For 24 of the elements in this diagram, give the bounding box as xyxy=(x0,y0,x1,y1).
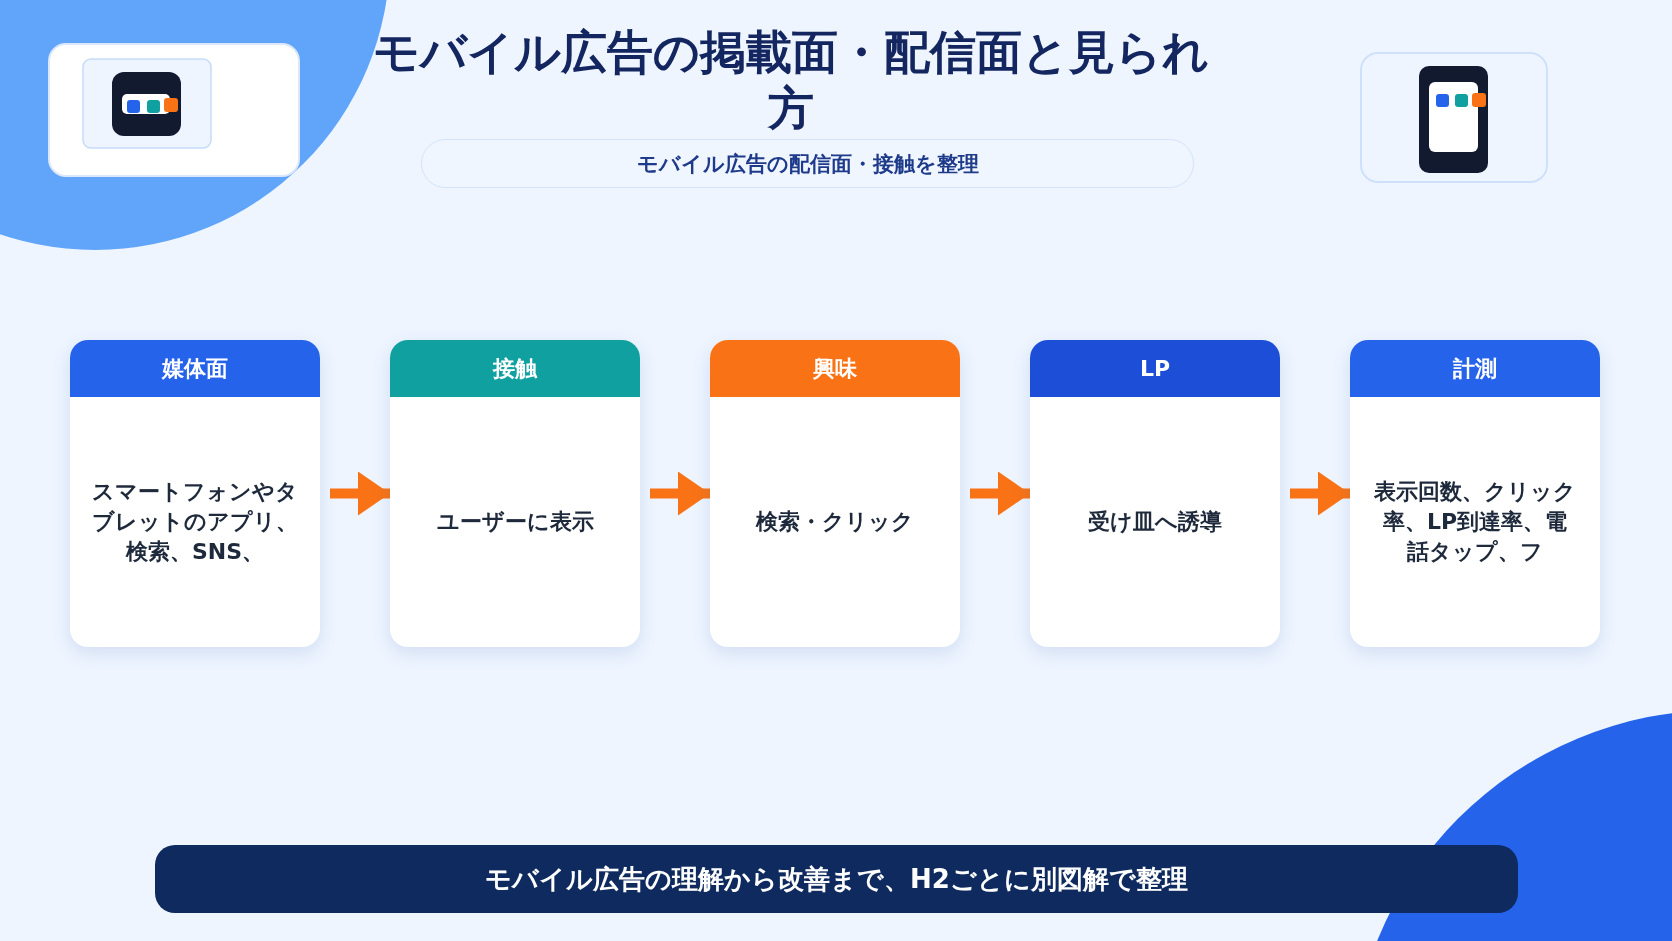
card-header: 計測 xyxy=(1350,340,1600,397)
card-text: 表示回数、クリック率、LP到達率、電話タップ、フ xyxy=(1373,478,1577,566)
card-text: 受け皿へ誘導 xyxy=(1088,508,1222,536)
subtitle-pill xyxy=(421,139,1194,188)
step-card xyxy=(1030,340,1280,647)
card-header: 媒体面 xyxy=(70,340,320,397)
subtitle: モバイル広告の配信面・接触を整理 xyxy=(636,150,979,178)
card-header: 接触 xyxy=(390,340,640,397)
step-card xyxy=(710,340,960,647)
arrow xyxy=(1290,471,1350,516)
arrow xyxy=(650,471,710,516)
arrow xyxy=(330,471,390,516)
step-card xyxy=(390,340,640,647)
arrow xyxy=(970,471,1030,516)
card-header: LP xyxy=(1030,340,1280,397)
card-text: スマートフォンやタブレットのアプリ、検索、SNS、 xyxy=(92,478,298,566)
card-text: ユーザーに表示 xyxy=(436,508,594,536)
title: モバイル広告の掲載面・配信面と見られ方 xyxy=(372,24,1210,136)
step-card xyxy=(1350,340,1600,647)
footer-text: モバイル広告の理解から改善まで、H2ごとに別図解で整理 xyxy=(485,862,1188,896)
card-header: 興味 xyxy=(710,340,960,397)
footer-banner xyxy=(155,845,1518,913)
card-text: 検索・クリック xyxy=(756,508,914,536)
step-card xyxy=(70,340,320,647)
